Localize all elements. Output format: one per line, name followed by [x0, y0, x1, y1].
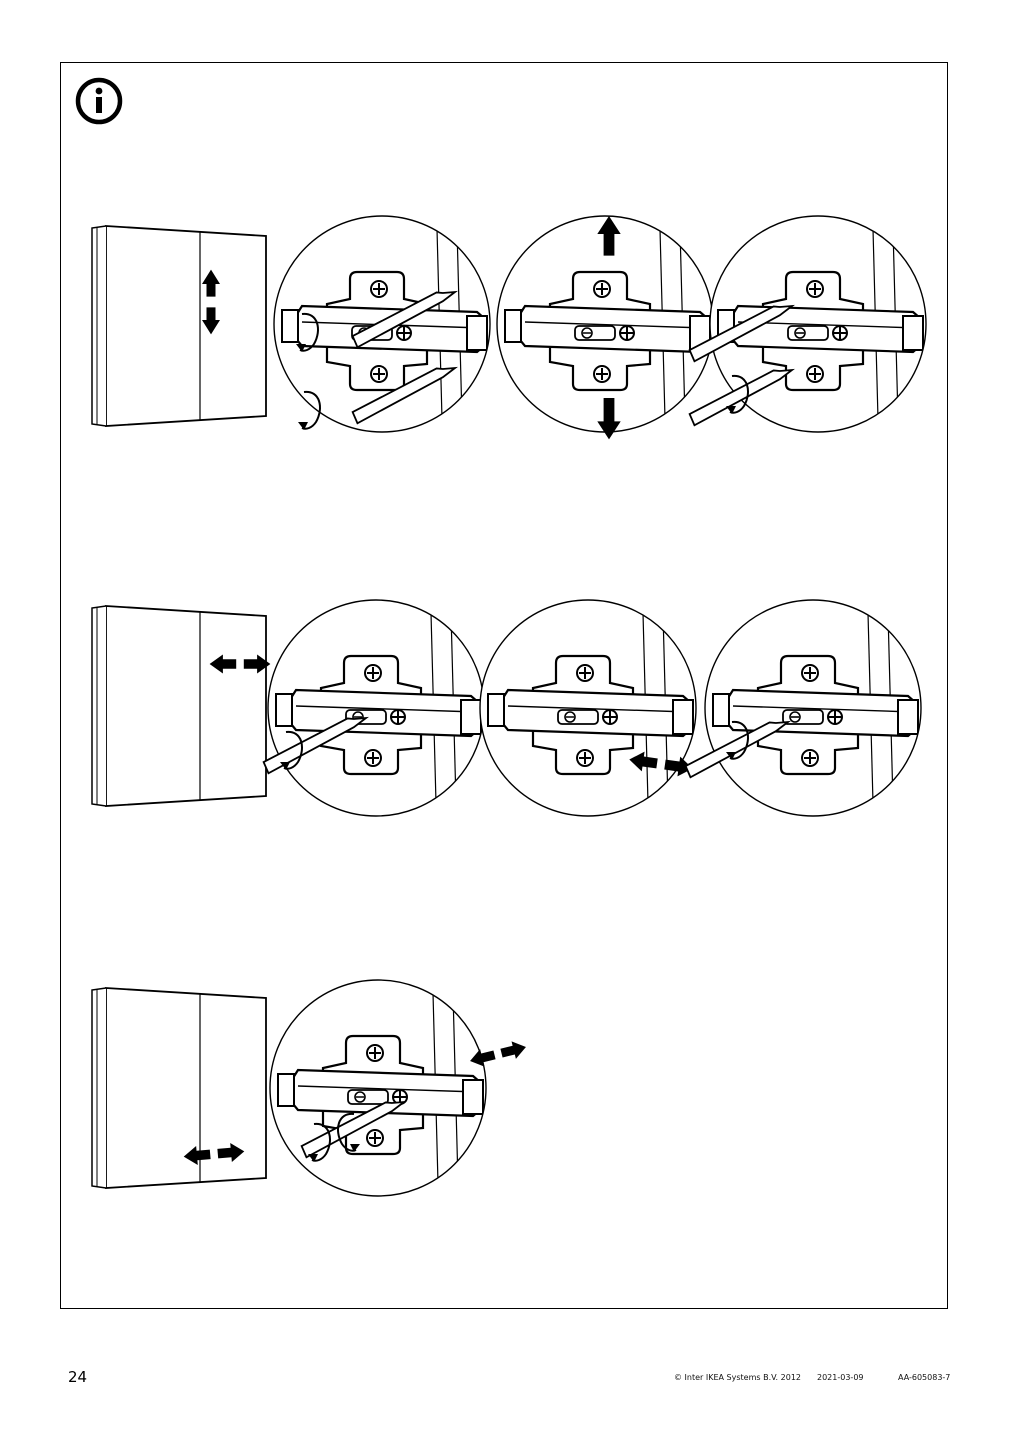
page-number: 24 [68, 1368, 88, 1386]
hinge-detail-adjust [479, 599, 697, 817]
hinge-detail-tighten [704, 599, 922, 817]
arrow-up-icon [597, 216, 621, 256]
hinge-detail-loosen [267, 599, 485, 817]
instruction-frame [60, 62, 948, 1309]
arrow-down-icon [597, 398, 621, 440]
cabinet-door-panel [91, 225, 267, 427]
publication-date: 2021-03-09 [817, 1373, 864, 1382]
hinge-detail-depth [269, 979, 487, 1197]
step-row-1 [91, 215, 927, 440]
step-row-2 [91, 599, 922, 817]
document-id: AA-605083-7 [898, 1373, 951, 1382]
cabinet-door-panel [91, 605, 267, 807]
cabinet-door-panel [91, 987, 267, 1189]
copyright-notice: © Inter IKEA Systems B.V. 2012 [674, 1373, 801, 1382]
info-icon [75, 77, 123, 125]
step-row-3 [91, 979, 529, 1197]
